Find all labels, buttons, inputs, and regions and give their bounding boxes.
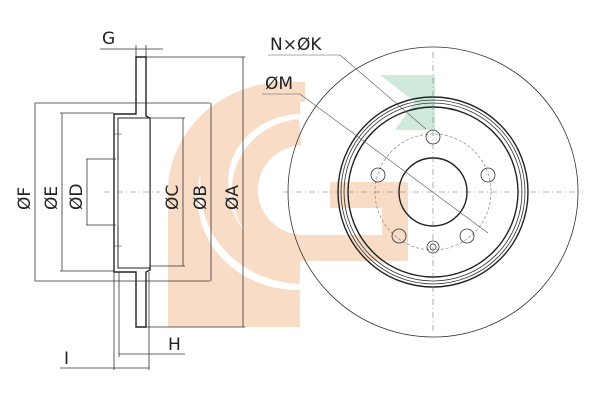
label-i: I	[64, 349, 69, 369]
label-m: ØM	[265, 74, 293, 94]
label-f: ØF	[15, 187, 35, 210]
label-n-k: N×ØK	[270, 35, 322, 55]
label-g: G	[102, 29, 115, 49]
label-e: ØE	[42, 186, 62, 210]
side-section-view	[34, 45, 245, 370]
front-view	[262, 46, 583, 338]
watermark-logo	[168, 75, 435, 327]
label-d: ØD	[67, 184, 87, 210]
label-b: ØB	[191, 185, 211, 210]
label-h: H	[168, 335, 181, 355]
label-a: ØA	[223, 185, 243, 210]
label-c: ØC	[163, 185, 183, 210]
